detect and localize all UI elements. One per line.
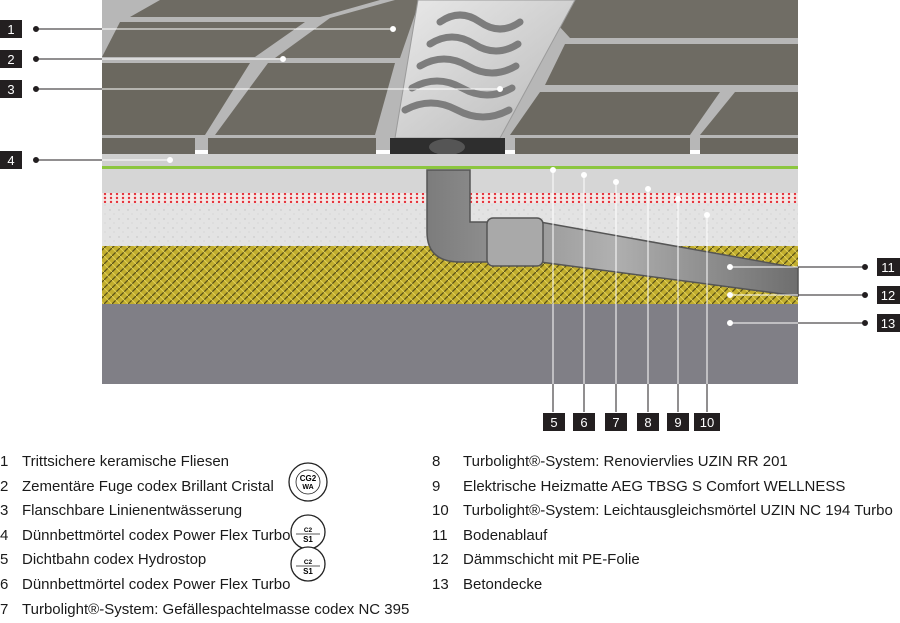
callout-8: 8 — [637, 413, 659, 431]
callout-6: 6 — [573, 413, 595, 431]
svg-text:3: 3 — [7, 82, 14, 97]
leader-lines-outside — [33, 26, 868, 412]
svg-text:S1: S1 — [303, 535, 313, 544]
c2-s1-badge-2: C2 S1 — [290, 546, 326, 582]
concrete-slab — [102, 304, 798, 384]
callout-7: 7 — [605, 413, 627, 431]
svg-text:5: 5 — [550, 415, 557, 430]
svg-text:C2: C2 — [304, 559, 313, 566]
svg-text:1: 1 — [7, 22, 14, 37]
callout-3: 3 — [0, 80, 22, 98]
svg-text:9: 9 — [674, 415, 681, 430]
callout-10: 10 — [694, 413, 720, 431]
svg-text:4: 4 — [7, 153, 14, 168]
certification-badges: CG2 WA C2 S1 C2 S1 — [288, 462, 328, 582]
svg-text:11: 11 — [881, 260, 895, 275]
svg-text:7: 7 — [612, 415, 619, 430]
sealing-membrane — [102, 166, 798, 169]
svg-text:6: 6 — [580, 415, 587, 430]
callout-4: 4 — [0, 151, 22, 169]
callout-12: 12 — [877, 286, 900, 304]
svg-text:10: 10 — [700, 415, 714, 430]
svg-text:WA: WA — [302, 484, 313, 491]
svg-text:8: 8 — [644, 415, 651, 430]
callout-1: 1 — [0, 20, 22, 38]
layer-diagram: 1 2 3 4 5 6 7 8 9 10 11 12 13 — [0, 0, 900, 431]
callout-2: 2 — [0, 50, 22, 68]
floor-drain-pipe — [426, 169, 799, 297]
svg-text:2: 2 — [7, 52, 14, 67]
svg-text:13: 13 — [881, 316, 895, 331]
callout-13: 13 — [877, 314, 900, 332]
adhesive-layer — [102, 154, 798, 166]
callout-5: 5 — [543, 413, 565, 431]
svg-text:C2: C2 — [304, 527, 313, 534]
callout-11: 11 — [877, 258, 900, 276]
svg-text:S1: S1 — [303, 567, 313, 576]
c2-s1-badge: C2 S1 — [290, 514, 326, 550]
callout-9: 9 — [667, 413, 689, 431]
svg-text:CG2: CG2 — [300, 474, 317, 483]
cg2-wa-badge: CG2 WA — [288, 462, 328, 502]
svg-text:12: 12 — [881, 288, 895, 303]
